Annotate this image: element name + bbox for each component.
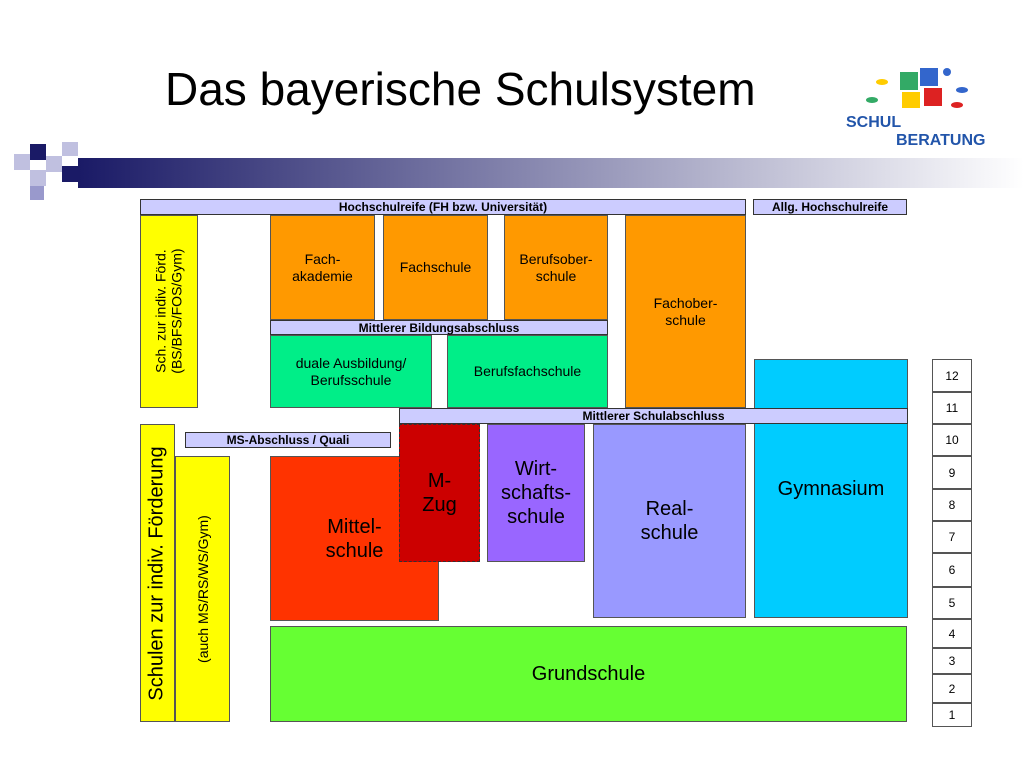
logo-text-beratung: BERATUNG <box>896 132 986 149</box>
bar-hochschulreife: Hochschulreife (FH bzw. Universität) <box>140 199 746 215</box>
box-berufsoberschule: Berufsober- schule <box>504 215 608 320</box>
box-gymnasium-oberstufe <box>754 359 908 409</box>
box-duale-ausbildung: duale Ausbildung/ Berufsschule <box>270 335 432 408</box>
schulberatung-logo: SCHUL BERATUNG <box>842 60 992 155</box>
gradient-divider <box>78 158 1024 188</box>
logo-text-schul: SCHUL <box>846 114 902 131</box>
box-fachschule: Fachschule <box>383 215 488 320</box>
grade-box-3: 3 <box>932 648 972 674</box>
page-title: Das bayerische Schulsystem <box>165 63 756 115</box>
box-foerderung-unten-sub: (auch MS/RS/WS/Gym) <box>175 456 230 722</box>
grade-box-9: 9 <box>932 456 972 489</box>
grade-box-4: 4 <box>932 619 972 648</box>
bar-allg-hochschulreife: Allg. Hochschulreife <box>753 199 907 215</box>
grade-box-6: 6 <box>932 553 972 587</box>
box-foerderung-unten: Schulen zur indiv. Förderung <box>140 424 175 722</box>
box-wirtschaftsschule: Wirt- schafts- schule <box>487 424 585 562</box>
box-grundschule: Grundschule <box>270 626 907 722</box>
grade-box-12: 12 <box>932 359 972 392</box>
box-berufsfachschule: Berufsfachschule <box>447 335 608 408</box>
label-foerderung-unten-sub: (auch MS/RS/WS/Gym) <box>194 515 211 663</box>
grade-box-8: 8 <box>932 489 972 521</box>
box-m-zug: M- Zug <box>399 424 480 562</box>
box-realschule: Real- schule <box>593 424 746 618</box>
puzzle-logo-icon <box>866 68 968 108</box>
grade-box-11: 11 <box>932 392 972 424</box>
grade-box-7: 7 <box>932 521 972 553</box>
box-gymnasium: Gymnasium <box>754 424 908 618</box>
decorative-squares <box>0 140 80 210</box>
box-fachakademie: Fach- akademie <box>270 215 375 320</box>
box-foerderung-oben: Sch. zur indiv. Förd. (BS/BFS/FOS/Gym) <box>140 215 198 408</box>
label-gymnasium: Gymnasium <box>777 478 885 500</box>
grade-box-10: 10 <box>932 424 972 456</box>
bar-mittlerer-bildungsabschluss: Mittlerer Bildungsabschluss <box>270 320 608 335</box>
bar-mittlerer-schulabschluss: Mittlerer Schulabschluss <box>399 408 908 424</box>
label-foerderung-oben: Sch. zur indiv. Förd. (BS/BFS/FOS/Gym) <box>152 248 186 375</box>
box-fachoberschule: Fachober- schule <box>625 215 746 408</box>
label-foerderung-unten: Schulen zur indiv. Förderung <box>146 445 168 701</box>
bar-ms-abschluss: MS-Abschluss / Quali <box>185 432 391 448</box>
grade-box-5: 5 <box>932 587 972 619</box>
grade-box-2: 2 <box>932 674 972 703</box>
grade-box-1: 1 <box>932 703 972 727</box>
